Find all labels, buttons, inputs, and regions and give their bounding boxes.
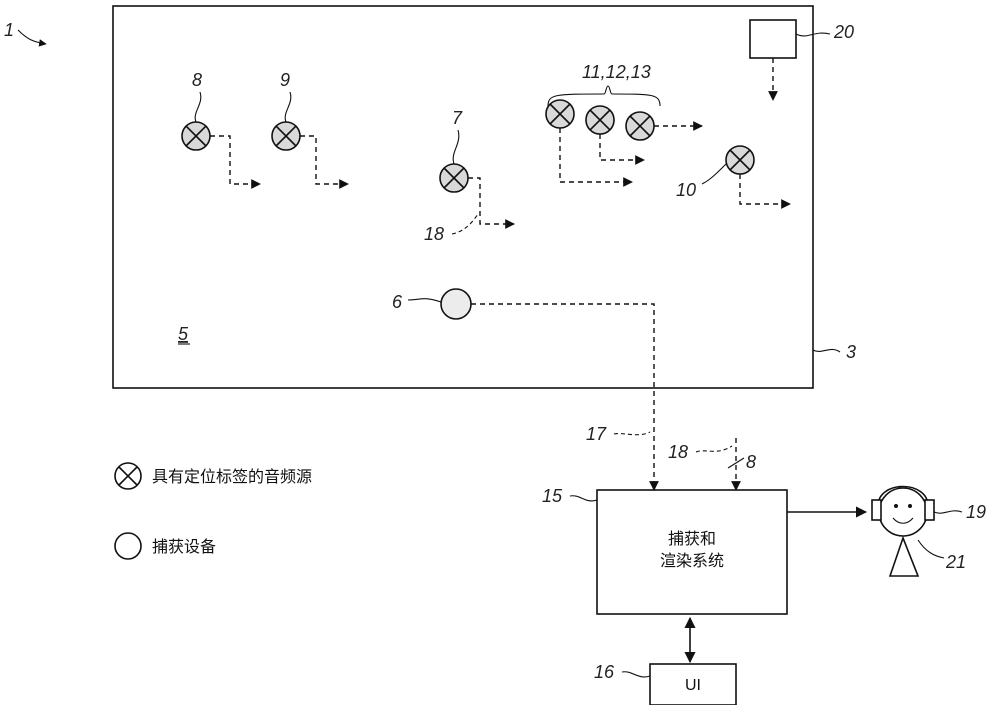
device-20-leader (795, 32, 831, 37)
device-20-label: 20 (833, 22, 854, 42)
source-13-cross-b (629, 115, 651, 137)
audio-source-7: 7 18 (424, 108, 515, 244)
capture-render-system-box (596, 489, 788, 615)
headphones-label: 19 (966, 502, 986, 522)
source-11-cross-b (549, 103, 571, 125)
link-18-room-leader (451, 213, 479, 235)
audio-source-group-11-12-13: 11,12,13 (545, 62, 703, 187)
source-group-label: 11,12,13 (582, 62, 651, 82)
source-9-cross-b (275, 125, 297, 147)
listener-head (878, 487, 928, 537)
room-label: 3 (846, 342, 856, 362)
source-10-label: 10 (676, 180, 696, 200)
listener-label: 21 (945, 552, 966, 572)
capture-device-6: 6 (392, 288, 659, 491)
room-leader-line (812, 348, 841, 353)
link-17-path (471, 303, 659, 491)
link-18-channel-slash (727, 457, 745, 469)
audio-source-10: 10 (676, 145, 791, 209)
listener-with-headphones: 19 21 (871, 485, 986, 577)
listener-leader (917, 539, 945, 559)
listener-mouth (892, 517, 914, 524)
legend-capture-text: 捕获设备 (152, 537, 216, 556)
legend-source-text: 具有定位标签的音频源 (152, 467, 312, 486)
source-11-signal-path (559, 128, 633, 187)
system-box-label: 15 (542, 486, 563, 506)
capture-device-label: 6 (392, 292, 403, 312)
headphones-band-icon (877, 485, 929, 507)
audio-source-8: 8 (181, 70, 261, 189)
capture-device-circle (440, 288, 472, 320)
source-7-label: 7 (452, 108, 463, 128)
link-17-leader (613, 431, 651, 436)
headphones-left-cup-icon (871, 499, 882, 521)
listener-eye-left (894, 504, 898, 508)
link-18-channel-count: 8 (746, 452, 756, 472)
source-10-cross-b (729, 149, 751, 171)
system-box-line2: 渲染系统 (660, 551, 724, 570)
region-label: 5 (178, 324, 189, 344)
link-17-label: 17 (586, 424, 607, 444)
capture-device-leader (407, 298, 442, 303)
figure-pointer-arrow (17, 29, 47, 47)
source-12-cross-b (589, 109, 611, 131)
ui-box-leader (621, 671, 651, 678)
source-7-signal-path (468, 177, 515, 229)
source-7-cross-b (443, 167, 465, 189)
ui-box-text: UI (685, 677, 701, 694)
source-8-signal-path (210, 135, 261, 189)
device-20-box (749, 19, 797, 59)
source-12-signal-path (599, 134, 645, 165)
source-8-cross-b (185, 125, 207, 147)
ui-box (649, 663, 737, 705)
source-8-label: 8 (192, 70, 202, 90)
legend: 具有定位标签的音频源 捕获设备 (114, 462, 312, 560)
system-box-leader (569, 495, 598, 502)
listener-body (888, 535, 920, 577)
source-9-leader (284, 91, 292, 123)
figure-number-label: 1 (4, 20, 14, 40)
source-10-signal-path (739, 174, 791, 209)
source-10-leader (701, 163, 727, 185)
source-9-signal-path (300, 135, 349, 189)
system-box-line1: 捕获和 (668, 529, 716, 548)
source-9-label: 9 (280, 70, 290, 90)
source-8-leader (194, 91, 202, 123)
room-boundary (112, 5, 814, 389)
ui-box-label: 16 (594, 662, 615, 682)
link-18-system-label: 18 (668, 442, 688, 462)
audio-source-9: 9 (271, 70, 349, 189)
headphones-leader (933, 510, 963, 514)
legend-capture-icon (114, 532, 142, 560)
legend-source-icon-cross-b (118, 466, 138, 486)
link-18-system-leader (695, 445, 733, 453)
listener-eye-right (908, 504, 912, 508)
headphones-right-cup-icon (924, 499, 935, 521)
source-7-leader (452, 129, 460, 165)
source-group-brace (547, 85, 661, 107)
link-18-room-label: 18 (424, 224, 444, 244)
